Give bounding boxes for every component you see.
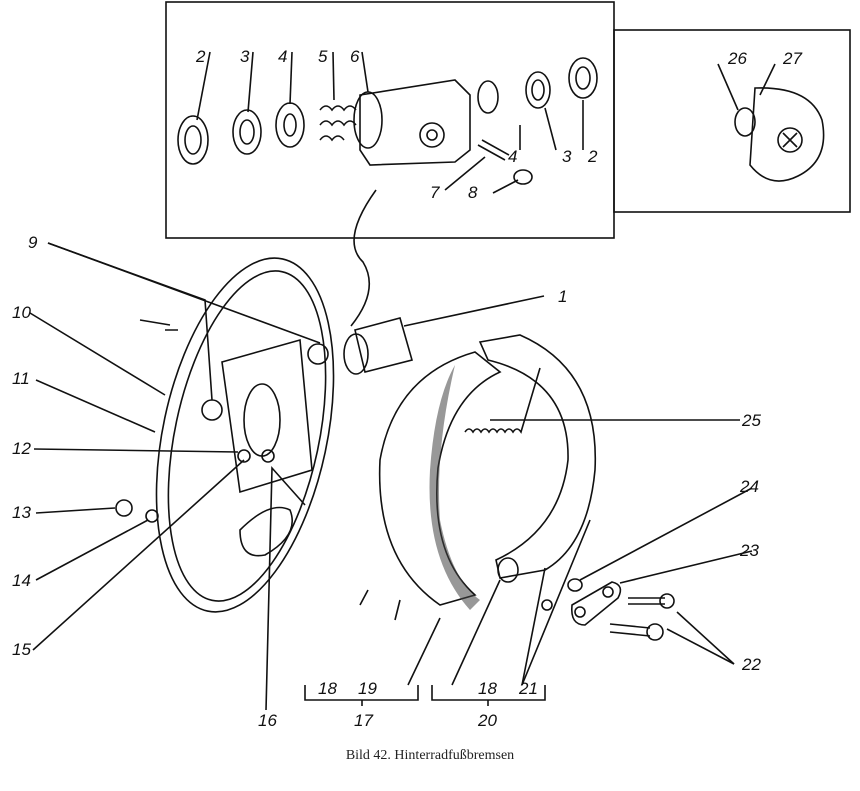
label-14: 14	[12, 571, 31, 590]
wheel-cylinder-assembled	[343, 317, 413, 375]
label-21: 21	[518, 679, 538, 698]
label-1: 1	[558, 287, 567, 306]
label-7: 7	[430, 183, 440, 202]
adjuster-parts	[734, 87, 825, 182]
figure-caption: Bild 42. Hinterradfußbremsen	[345, 748, 515, 763]
anchor-plate	[570, 581, 622, 626]
label-22: 22	[741, 655, 761, 674]
label-5: 5	[318, 47, 328, 66]
callout-labels: 1 2 3 4 5 6 7 8 4 3 2 26 27 9 10 11 12 1…	[12, 47, 802, 730]
label-9: 9	[28, 233, 38, 252]
wheel-cylinder-parts	[177, 57, 598, 185]
label-26: 26	[727, 49, 747, 68]
label-2-right: 2	[587, 147, 598, 166]
label-10: 10	[12, 303, 31, 322]
label-12: 12	[12, 439, 31, 458]
label-20: 20	[477, 711, 497, 730]
label-24: 24	[739, 477, 759, 496]
label-3-right: 3	[562, 147, 572, 166]
label-3-left: 3	[240, 47, 250, 66]
anchor-bolts	[609, 597, 665, 637]
washer-small	[541, 599, 553, 611]
label-11: 11	[12, 369, 30, 388]
label-4-left: 4	[278, 47, 287, 66]
label-18-right: 18	[478, 679, 497, 698]
label-15: 15	[12, 640, 31, 659]
label-13: 13	[12, 503, 31, 522]
label-17: 17	[354, 711, 373, 730]
label-16: 16	[258, 711, 277, 730]
wheel-cylinder-inset-box	[165, 1, 615, 239]
label-6: 6	[350, 47, 360, 66]
leader-lines	[29, 51, 776, 711]
label-19: 19	[358, 679, 377, 698]
return-spring	[464, 367, 541, 434]
adjuster-inset-box	[613, 29, 851, 213]
brake-shoe-with-lining	[378, 351, 502, 606]
label-23: 23	[739, 541, 759, 560]
label-27: 27	[782, 49, 802, 68]
label-2-left: 2	[195, 47, 206, 66]
label-4-right: 4	[508, 147, 517, 166]
label-18-left: 18	[318, 679, 337, 698]
brake-shoe-bare	[478, 334, 597, 583]
backing-plate	[115, 257, 335, 613]
washer	[567, 578, 583, 592]
label-8: 8	[468, 183, 478, 202]
label-25: 25	[741, 411, 761, 430]
